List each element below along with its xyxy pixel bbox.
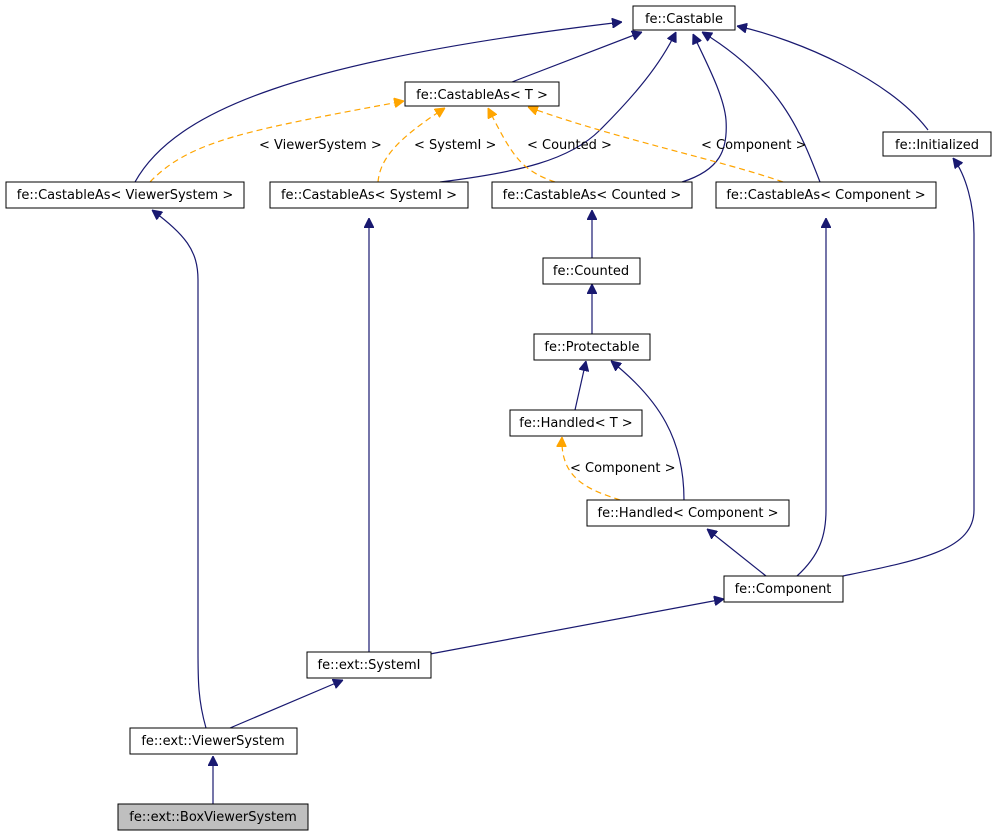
node-boxviewersystem[interactable]: fe::ext::BoxViewerSystem: [117, 803, 309, 831]
node-castableas-counted-label: fe::CastableAs< Counted >: [503, 188, 682, 203]
edge-castableas-systemi-to-castable: [439, 32, 676, 183]
edge-castableas-component-to-castable: [702, 32, 821, 183]
edge-castableas-component-to-castableas-t: [528, 107, 784, 183]
node-viewersystem[interactable]: fe::ext::ViewerSystem: [129, 727, 298, 755]
edge-castableas-counted-to-castableas-t: [487, 108, 556, 183]
node-castableas-t-label: fe::CastableAs< T >: [416, 88, 548, 103]
node-castableas-systemi[interactable]: fe::CastableAs< SystemI >: [269, 181, 469, 209]
node-boxviewersystem-label: fe::ext::BoxViewerSystem: [129, 810, 297, 825]
node-initialized[interactable]: fe::Initialized: [882, 131, 992, 157]
edge-castableas-systemi-to-castableas-t: [377, 108, 445, 183]
node-handled-component[interactable]: fe::Handled< Component >: [586, 499, 790, 527]
edge-label-counted: < Counted >: [527, 138, 612, 153]
edge-label-component: < Component >: [701, 138, 807, 153]
edge-handled-component-to-handled-t: [562, 437, 621, 501]
node-systemi[interactable]: fe::ext::SystemI: [306, 651, 432, 679]
edge-label-handled-component: < Component >: [570, 461, 676, 476]
node-castableas-systemi-label: fe::CastableAs< SystemI >: [281, 188, 457, 203]
node-counted-label: fe::Counted: [553, 264, 629, 279]
edge-handled-t-to-protectable: [574, 361, 586, 411]
node-castableas-viewersystem-label: fe::CastableAs< ViewerSystem >: [17, 188, 233, 203]
node-counted[interactable]: fe::Counted: [542, 257, 641, 285]
edge-handled-component-to-protectable: [611, 361, 685, 501]
node-castableas-viewersystem[interactable]: fe::CastableAs< ViewerSystem >: [5, 181, 245, 209]
edge-viewersystem-to-systemi: [229, 680, 343, 729]
edge-castableas-viewersystem-to-castable: [134, 22, 622, 183]
node-castableas-component-label: fe::CastableAs< Component >: [726, 188, 925, 203]
node-castableas-component[interactable]: fe::CastableAs< Component >: [715, 181, 937, 209]
edge-initialized-to-castable: [737, 26, 929, 131]
node-systemi-label: fe::ext::SystemI: [318, 658, 421, 673]
node-handled-t[interactable]: fe::Handled< T >: [509, 409, 643, 437]
node-component-label: fe::Component: [735, 582, 832, 597]
node-castableas-counted[interactable]: fe::CastableAs< Counted >: [491, 181, 693, 209]
edge-component-to-handled-component: [707, 529, 767, 577]
edge-castableas-t-to-castable: [511, 32, 642, 83]
edge-castableas-counted-to-castable: [681, 34, 727, 183]
node-handled-component-label: fe::Handled< Component >: [598, 506, 779, 521]
node-component[interactable]: fe::Component: [723, 575, 844, 603]
node-handled-t-label: fe::Handled< T >: [519, 416, 632, 431]
node-protectable[interactable]: fe::Protectable: [533, 333, 651, 361]
edge-component-to-initialized: [842, 158, 975, 577]
edge-label-systemi: < SystemI >: [414, 138, 496, 153]
node-castable[interactable]: fe::Castable: [632, 5, 736, 31]
node-viewersystem-label: fe::ext::ViewerSystem: [141, 734, 284, 749]
edge-component-to-castableas-component: [796, 218, 826, 577]
edge-label-viewersystem: < ViewerSystem >: [259, 138, 382, 153]
node-castable-label: fe::Castable: [645, 12, 723, 27]
edge-systemi-to-component: [429, 599, 724, 655]
node-initialized-label: fe::Initialized: [895, 138, 979, 153]
edge-castableas-viewersystem-to-castableas-t: [149, 101, 404, 183]
edge-viewersystem-to-castableas-viewersystem: [152, 210, 207, 729]
node-protectable-label: fe::Protectable: [544, 340, 639, 355]
node-castableas-t[interactable]: fe::CastableAs< T >: [404, 81, 560, 107]
